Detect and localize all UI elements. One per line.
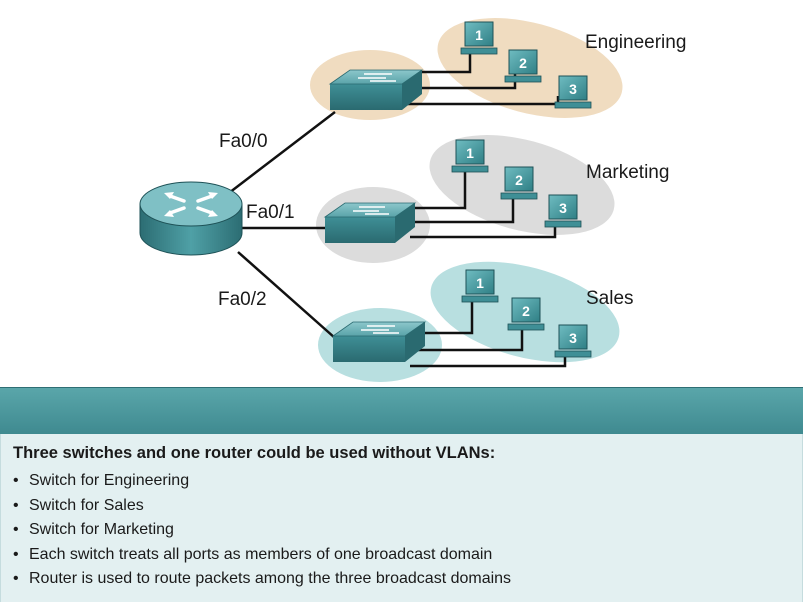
group-label-engineering: Engineering <box>585 32 686 53</box>
list-item-text: Router is used to route packets among th… <box>29 570 512 588</box>
notes-heading: Three switches and one router could be u… <box>13 444 496 462</box>
list-item: •Switch for Marketing <box>13 521 174 539</box>
switch-sales-icon <box>331 321 427 362</box>
pc-number: 2 <box>522 303 530 319</box>
pc-icon: 1 <box>460 21 498 55</box>
port-label-fa0-1: Fa0/1 <box>246 202 295 223</box>
network-diagram: 1 2 3 1 2 3 1 2 3 Engin <box>139 18 686 382</box>
list-item: •Router is used to route packets among t… <box>13 570 512 588</box>
engineering-domain <box>310 18 623 120</box>
notes-list: •Switch for Engineering •Switch for Sale… <box>13 469 511 592</box>
list-item: •Switch for Sales <box>13 496 144 514</box>
port-label-fa0-0: Fa0/0 <box>219 131 268 152</box>
pc-icon: 2 <box>504 49 542 83</box>
pc-number: 1 <box>476 275 484 291</box>
pc-icon: 3 <box>554 75 592 109</box>
pc-number: 1 <box>466 145 474 161</box>
pc-icon: 2 <box>500 166 538 200</box>
pc-icon: 1 <box>451 139 489 173</box>
list-item-text: Each switch treats all ports as members … <box>29 545 493 563</box>
section-banner <box>0 387 803 435</box>
pc-icon: 1 <box>461 269 499 303</box>
switch-engineering-icon <box>328 69 424 110</box>
list-item-text: Switch for Engineering <box>29 472 190 489</box>
pc-number: 2 <box>519 55 527 71</box>
pc-number: 3 <box>559 200 567 216</box>
pc-number: 3 <box>569 330 577 346</box>
list-item: •Switch for Engineering <box>13 472 190 489</box>
list-item-text: Switch for Marketing <box>29 521 174 539</box>
switch-marketing-icon <box>323 202 417 243</box>
group-label-sales: Sales <box>586 288 634 309</box>
pc-icon: 2 <box>507 297 545 331</box>
pc-icon: 3 <box>544 194 582 228</box>
pc-number: 1 <box>475 27 483 43</box>
pc-number: 2 <box>515 172 523 188</box>
router-icon <box>139 181 243 256</box>
pc-number: 3 <box>569 81 577 97</box>
list-item-text: Switch for Sales <box>29 496 144 514</box>
group-label-marketing: Marketing <box>586 162 669 183</box>
list-item: •Each switch treats all ports as members… <box>13 545 493 563</box>
port-label-fa0-2: Fa0/2 <box>218 289 267 310</box>
pc-icon: 3 <box>554 324 592 358</box>
notes-panel: Three switches and one router could be u… <box>0 434 803 602</box>
